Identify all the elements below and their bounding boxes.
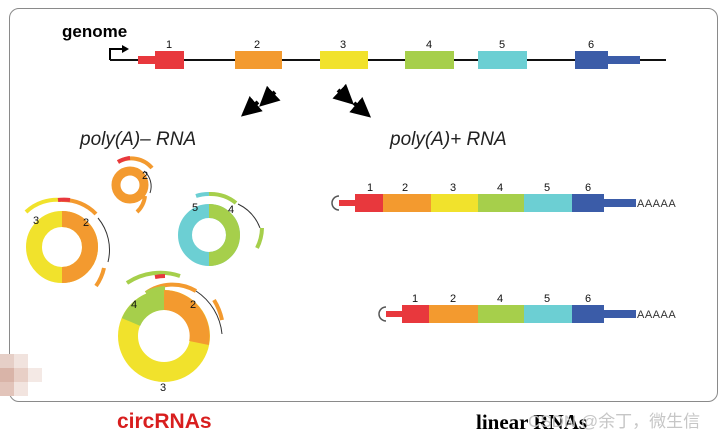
linear2-utr-3 [603, 310, 636, 318]
genome-exon-5-label: 5 [499, 39, 505, 51]
linear1-label-1: 1 [367, 182, 373, 194]
linear1-polyA-tail: AAAAA [637, 198, 676, 210]
linear2-exon-4 [478, 305, 524, 323]
csdn-watermark: CSDN @余丁，微生信 [528, 412, 701, 431]
genome-exon-6-label: 6 [588, 39, 594, 51]
linear-rna-2: 1 2 4 5 6 AAAAA [378, 293, 676, 323]
linear2-label-6: 6 [585, 293, 591, 305]
blurred-avatar [0, 354, 42, 396]
circ-rna-right: 5 4 [178, 191, 264, 266]
linear2-label-5: 5 [544, 293, 550, 305]
circ-left-label-2: 2 [83, 217, 89, 229]
linear2-label-1: 1 [412, 293, 418, 305]
circ-left-label-3: 3 [33, 215, 39, 227]
cap-icon [331, 195, 340, 211]
genome-exon-1 [155, 51, 184, 69]
linear2-label-2: 2 [450, 293, 456, 305]
linear2-exon-2 [429, 305, 478, 323]
promoter-arrowhead-icon [122, 45, 129, 53]
linear1-exon-4 [478, 194, 524, 212]
linear1-exon-1 [355, 194, 383, 212]
arrow-right-icon-2 [349, 96, 372, 118]
linear2-exon-5 [524, 305, 572, 323]
genome-exon-6 [575, 51, 608, 69]
genome-exon-2 [235, 51, 282, 69]
polyA-plus-title: poly(A)+ RNA [389, 129, 507, 150]
linear1-label-2: 2 [402, 182, 408, 194]
linearRNAs-caption: linear RNAs [476, 410, 588, 434]
genome-exon-4-label: 4 [426, 39, 432, 51]
linear-rna-1: 1 2 3 4 5 6 AAAAA [331, 182, 676, 212]
genome-label: genome [62, 22, 127, 41]
arrow-left-icon-2 [240, 95, 263, 117]
circ-rna-left: 3 2 [24, 197, 110, 288]
linear1-utr-3 [603, 199, 636, 207]
arrow-right-icon [332, 83, 354, 105]
genome-utr-3 [606, 56, 640, 64]
circ-small-label-2: 2 [142, 170, 148, 182]
linear1-exon-3 [431, 194, 478, 212]
circ-right-label-5: 5 [192, 202, 198, 214]
linear1-exon-5 [524, 194, 572, 212]
linear2-exon-1 [402, 305, 429, 323]
circ-large-label-4: 4 [131, 299, 137, 311]
cap-icon-2 [378, 306, 387, 322]
linear2-polyA-tail: AAAAA [637, 309, 676, 321]
circ-large-label-3: 3 [160, 382, 166, 394]
linear1-label-4: 4 [497, 182, 503, 194]
genome-exon-3 [320, 51, 368, 69]
promoter-arrow-icon [109, 48, 124, 60]
linear2-exon-6 [572, 305, 604, 323]
linear1-label-3: 3 [450, 182, 456, 194]
genome-exon-2-label: 2 [254, 39, 260, 51]
circ-rna-large: 4 2 3 [118, 270, 224, 394]
linear1-label-6: 6 [585, 182, 591, 194]
circRNAs-caption: circRNAs [117, 410, 212, 433]
circ-right-label-4: 4 [228, 204, 234, 216]
linear1-label-5: 5 [544, 182, 550, 194]
arrow-left-icon [259, 85, 281, 107]
genome-exon-4 [405, 51, 454, 69]
linear1-exon-2 [383, 194, 431, 212]
genome-exon-1-label: 1 [166, 39, 172, 51]
polyA-minus-title: poly(A)– RNA [79, 129, 196, 150]
genome-exon-3-label: 3 [340, 39, 346, 51]
circ-rna-small: 2 [111, 156, 154, 214]
linear2-label-4: 4 [497, 293, 503, 305]
circ-large-label-2: 2 [190, 299, 196, 311]
genome-utr-5 [138, 56, 158, 64]
linear1-exon-6 [572, 194, 604, 212]
genome-exon-5 [478, 51, 527, 69]
